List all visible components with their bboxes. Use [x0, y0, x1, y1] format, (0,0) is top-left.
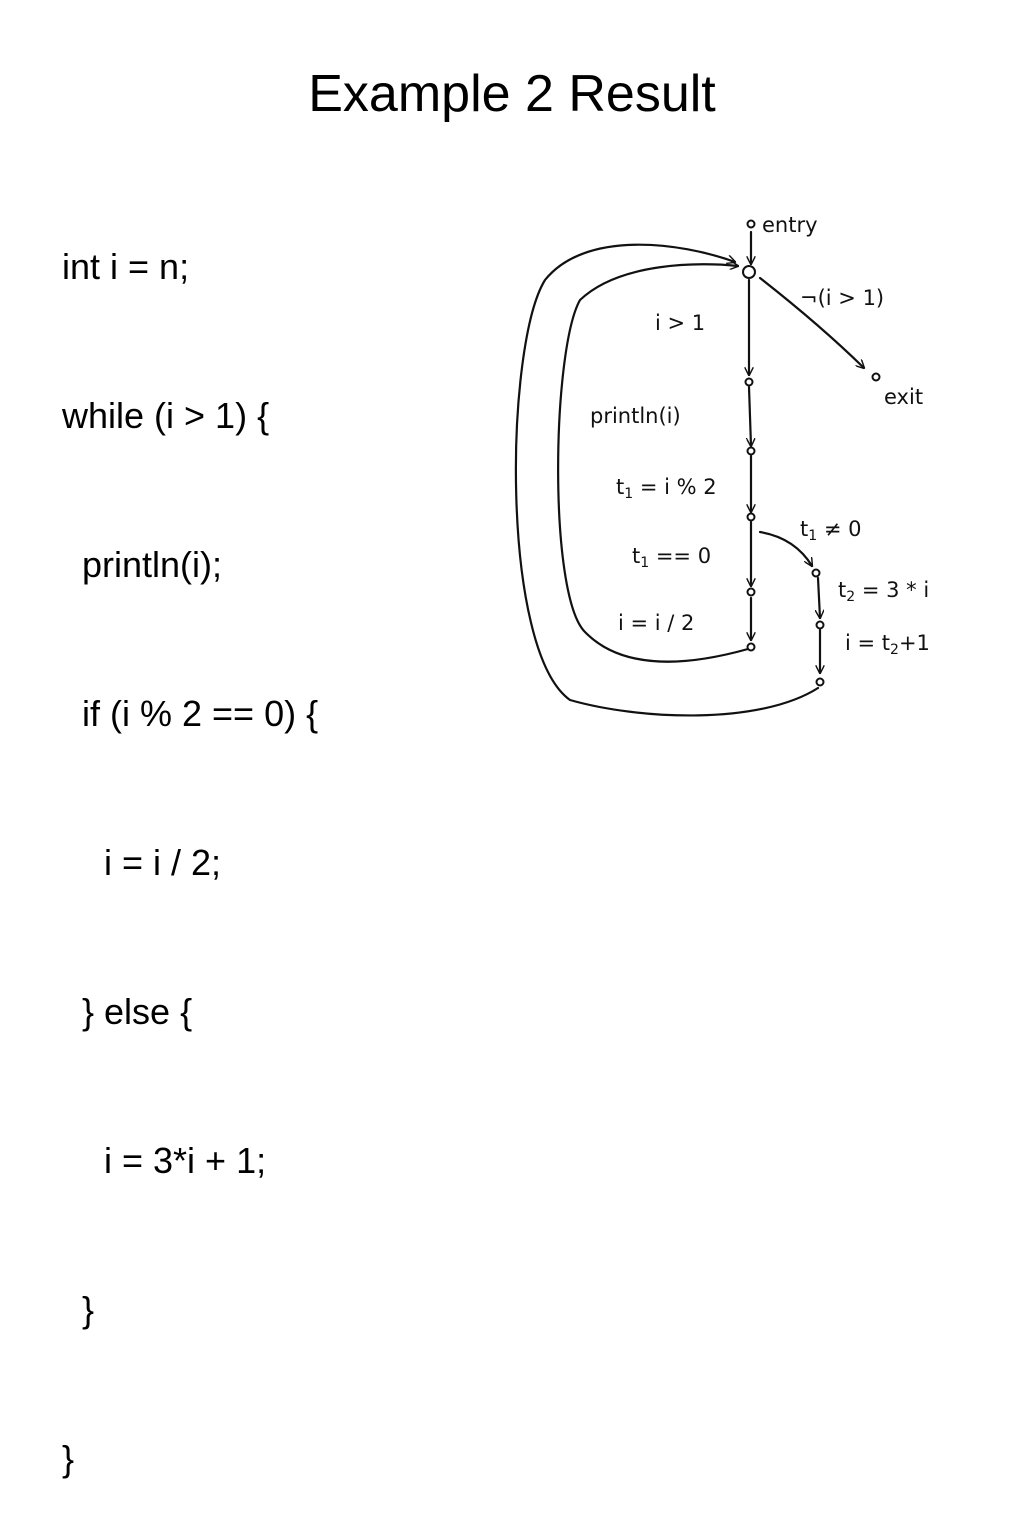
node-entry [746, 219, 756, 229]
label-t1-assign: t1 = i % 2 [616, 475, 717, 502]
control-flow-graph: entry exit ¬(i > 1) i > 1 println(i) t1 … [514, 213, 930, 717]
node-exit [871, 372, 881, 382]
label-t1-eq-sub: 1 [640, 555, 649, 571]
label-halve: i = i / 2 [618, 611, 694, 635]
label-i-assign-rhs: +1 [899, 631, 930, 655]
label-cond: i > 1 [655, 311, 705, 335]
label-t2-assign: t2 = 3 * i [838, 578, 929, 605]
code-line: i = i / 2; [104, 842, 222, 883]
label-t1-assign-rhs: = i % 2 [633, 475, 716, 499]
label-t1-neq-sub: 1 [808, 528, 817, 544]
node-halve [746, 587, 756, 597]
label-i-assign-lhs: i = t [845, 631, 890, 655]
code-line: int i = n; [62, 246, 190, 287]
node-i-assign [815, 620, 825, 630]
label-not-cond: ¬(i > 1) [800, 286, 884, 310]
label-i-assign-sub: 2 [890, 642, 899, 658]
node-back-right [815, 677, 825, 687]
node-loop-head [742, 265, 756, 279]
node-branch [746, 512, 756, 522]
label-t1-eq: t1 == 0 [632, 544, 711, 571]
label-println: println(i) [590, 404, 681, 428]
edge-t2-assign-to-i-assign [818, 576, 820, 618]
edge-back-from-halve [557, 264, 750, 663]
node-println [744, 377, 754, 387]
label-t1-assign-sub: 1 [624, 486, 633, 502]
edge-back-from-increment [514, 243, 820, 717]
label-t2-assign-rhs: = 3 * i [855, 578, 929, 602]
label-t1-eq-rhs: == 0 [649, 544, 711, 568]
edge-println-to-t1-assign [749, 385, 751, 448]
label-t2-assign-var: t [838, 578, 846, 602]
code-line: } else { [82, 991, 193, 1032]
label-t1-assign-var: t [616, 475, 624, 499]
label-t1-neq-var: t [800, 517, 808, 541]
node-t2-assign [811, 568, 821, 578]
label-entry: entry [762, 213, 818, 237]
code-line: if (i % 2 == 0) { [82, 693, 319, 734]
code-line: println(i); [82, 544, 223, 585]
code-line: while (i > 1) { [62, 395, 270, 436]
slide-title: Example 2 Result [308, 65, 716, 123]
edge-branch-to-t2-assign [758, 530, 812, 566]
label-exit: exit [884, 385, 923, 409]
label-t1-neq: t1 ≠ 0 [800, 517, 861, 544]
edge-loop-head-to-exit [758, 276, 864, 368]
label-i-assign: i = t2+1 [845, 631, 930, 658]
code-line: } [82, 1289, 95, 1330]
code-line: } [62, 1438, 75, 1479]
node-t1-assign [746, 446, 756, 456]
label-t1-eq-var: t [632, 544, 640, 568]
code-line: i = 3*i + 1; [104, 1140, 267, 1181]
node-back-left [746, 642, 756, 652]
label-t1-neq-rhs: ≠ 0 [817, 517, 861, 541]
label-t2-assign-sub: 2 [846, 589, 855, 605]
